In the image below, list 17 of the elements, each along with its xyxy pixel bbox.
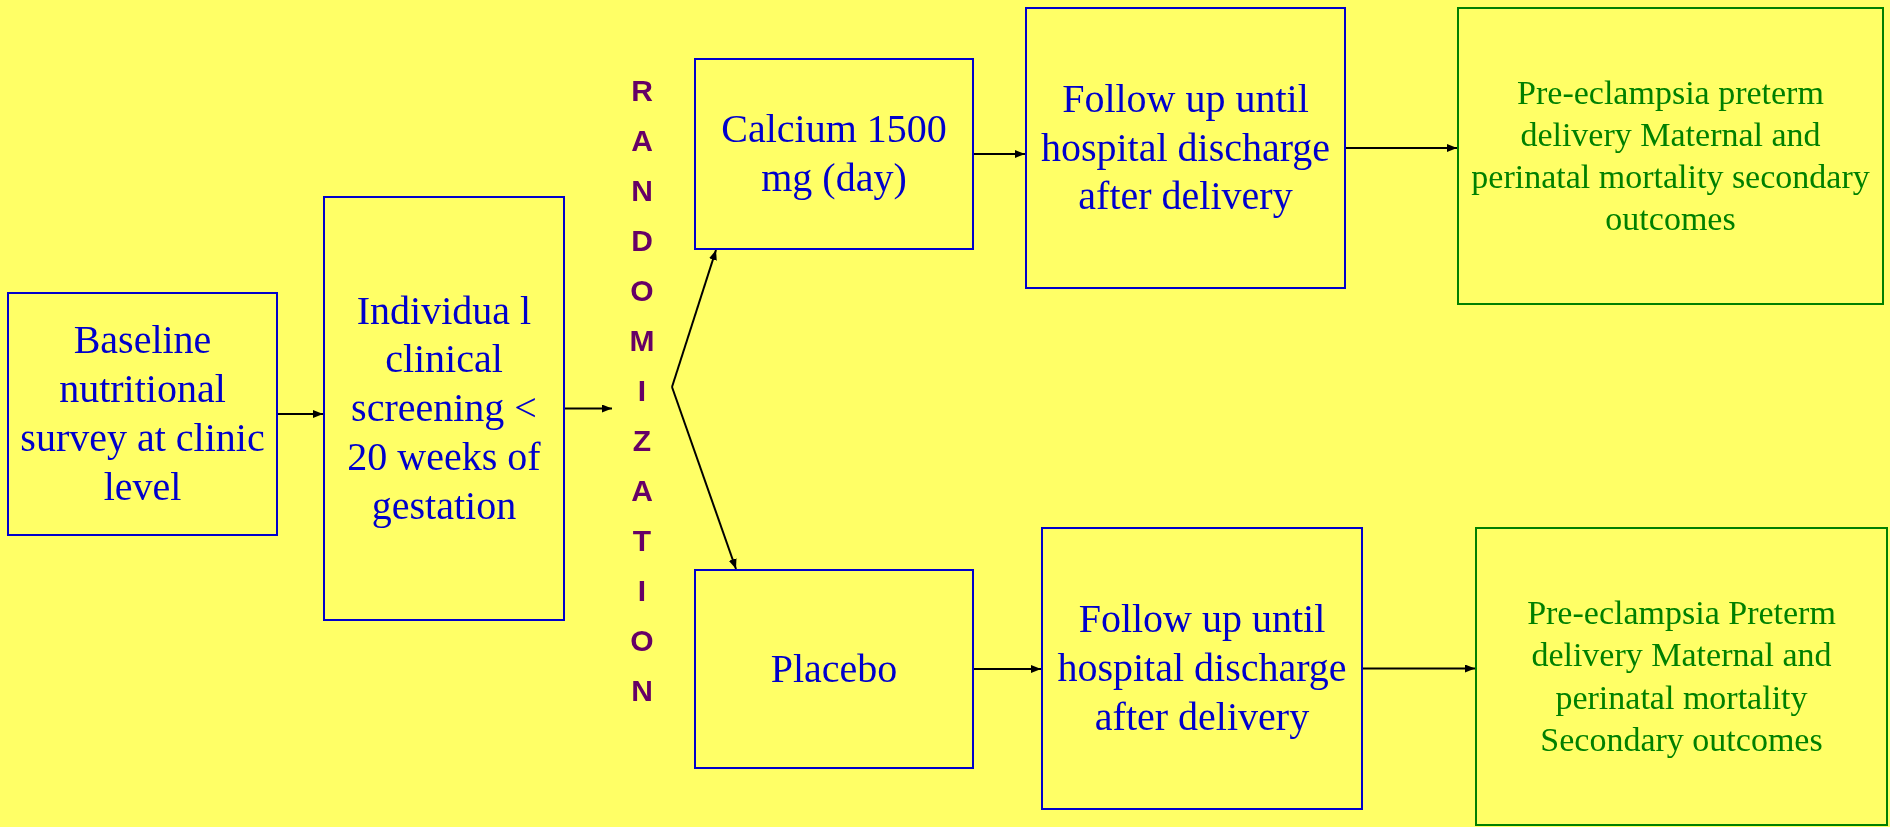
arrow: [671, 249, 717, 388]
outcome-box: Pre-eclampsia Preterm delivery Maternal and perinatal mortality Secondary outcomes: [1475, 527, 1888, 826]
arrow: [671, 386, 737, 570]
process-box: Individua l clinical screening < 20 weeks of gestation: [323, 196, 565, 621]
process-box: Placebo: [694, 569, 974, 769]
process-box: Follow up until hospital discharge after delivery: [1041, 527, 1363, 810]
process-box: Follow up until hospital discharge after delivery: [1025, 7, 1346, 289]
process-box: Calcium 1500 mg (day): [694, 58, 974, 250]
arrow: [1362, 664, 1476, 673]
arrow: [564, 404, 613, 413]
arrow: [973, 665, 1042, 673]
outcome-box: Pre-eclampsia preterm delivery Maternal and perinatal mortality secondary outcomes: [1457, 7, 1884, 305]
arrow: [1345, 144, 1458, 152]
arrow: [973, 150, 1026, 158]
process-box: Baseline nutritional survey at clinic level: [7, 292, 278, 536]
vertical-label: RANDOMIZATION: [612, 60, 672, 722]
arrow: [277, 410, 324, 418]
